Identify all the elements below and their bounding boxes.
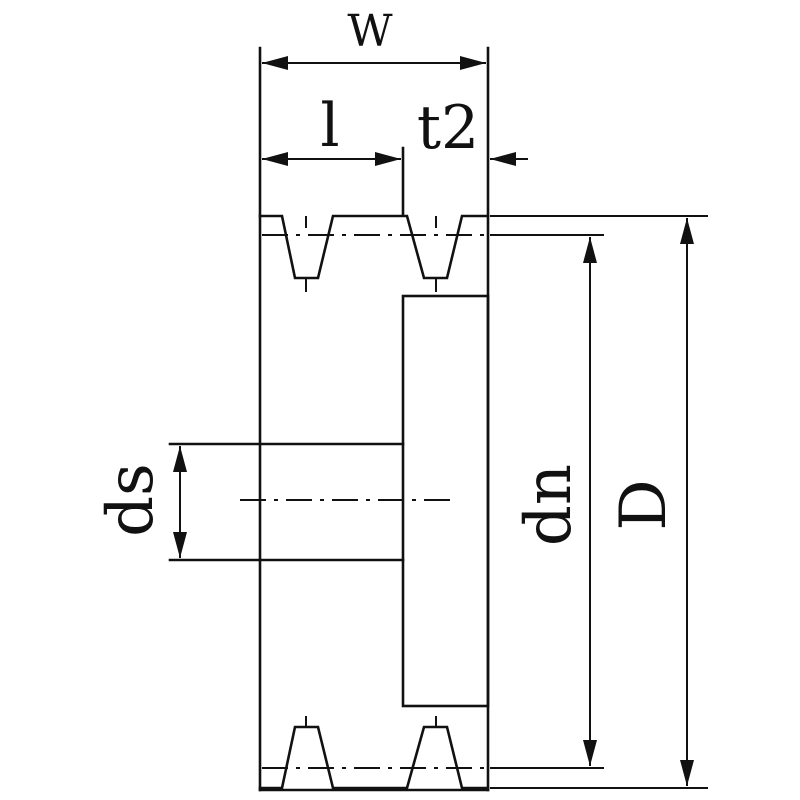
dimension-l xyxy=(262,152,401,166)
pitch-lines xyxy=(262,234,488,769)
label-dn: dn xyxy=(512,464,586,546)
extension-lines xyxy=(490,215,708,789)
bore xyxy=(168,442,452,562)
top-groove-profile xyxy=(258,214,490,292)
label-t2: t2 xyxy=(417,93,479,163)
dimension-t2 xyxy=(490,152,528,166)
dimension-d xyxy=(680,218,694,786)
dimension-ds xyxy=(173,446,187,558)
bottom-groove-profile xyxy=(258,716,490,790)
dimension-dn xyxy=(583,237,597,766)
label-w: W xyxy=(347,6,393,57)
label-ds: ds xyxy=(94,463,168,537)
label-d: D xyxy=(607,479,681,530)
dimension-w xyxy=(262,56,486,70)
label-l: l xyxy=(320,91,339,161)
